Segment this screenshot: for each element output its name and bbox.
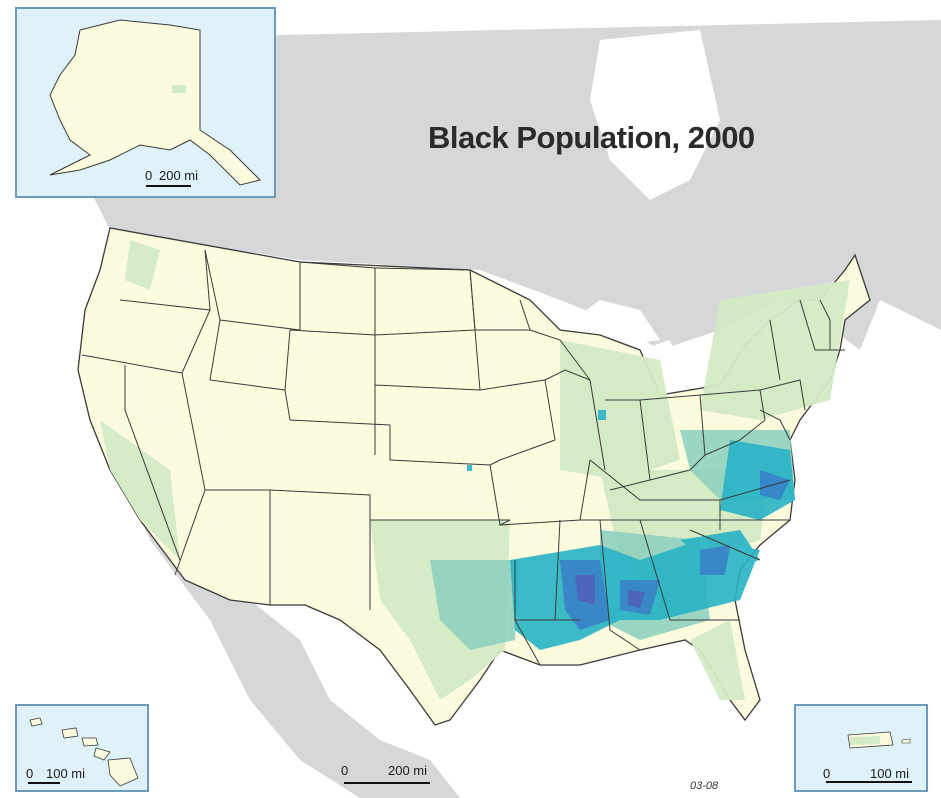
state-borders [81,249,845,666]
hawaii-scale-zero: 0 [26,766,34,781]
puerto-rico-scale-value: 100 mi [870,766,910,781]
hawaii-inset [15,704,149,792]
surrounding-land [60,20,941,798]
figure-code: 03-08 [690,780,719,792]
main-scale-value: 200 mi [388,763,428,778]
alaska-scale-value: 200 mi [159,168,199,183]
main-scale-zero: 0 [341,763,349,778]
alaska-inset [15,7,276,198]
alaska-scale-zero: 0 [145,168,153,183]
puerto-rico-inset [794,704,928,792]
density-class-very-high [560,470,790,630]
density-class-highest [575,575,645,608]
puerto-rico-scale-zero: 0 [823,766,831,781]
hawaii-scale-value: 100 mi [46,766,86,781]
alaska-shape [49,19,261,186]
map-title: Black Population, 2000 [428,120,755,155]
